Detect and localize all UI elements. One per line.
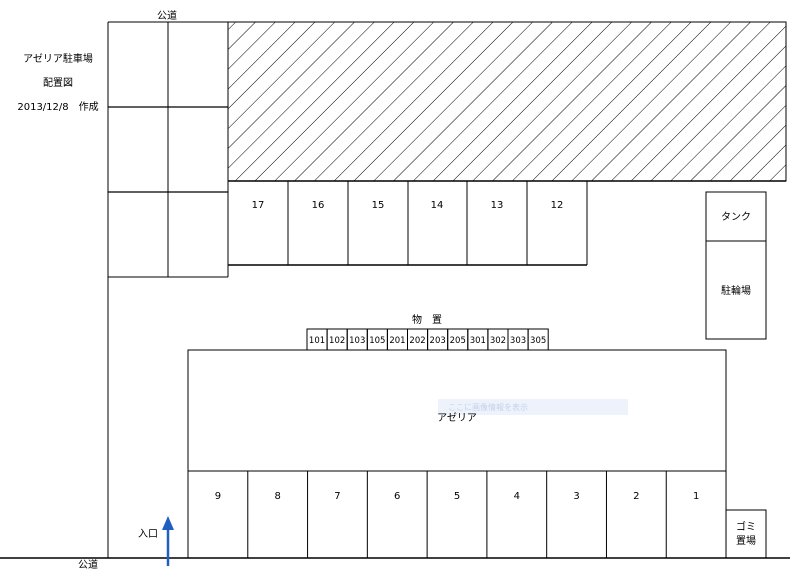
parking-space-6: 6 xyxy=(394,491,400,502)
storage-label: 物 置 xyxy=(412,313,442,326)
storage-unit-label: 203 xyxy=(430,336,446,346)
entrance-arrow-icon xyxy=(162,516,174,566)
parking-space-9: 9 xyxy=(215,491,221,502)
storage-unit-label: 301 xyxy=(470,336,486,346)
parking-space-5: 5 xyxy=(454,491,460,502)
title-line-1: アゼリア駐車場 xyxy=(23,52,93,65)
storage-unit-label: 205 xyxy=(450,336,466,346)
storage-unit-label: 105 xyxy=(369,336,385,346)
road-label-bottom: 公道 xyxy=(78,558,98,571)
garbage-label-line-1: ゴミ xyxy=(736,520,756,533)
building-name: アゼリア xyxy=(437,412,477,424)
title-line-2: 配置図 xyxy=(43,77,73,89)
top-parking-row xyxy=(227,181,588,266)
garbage-area-box xyxy=(725,509,767,559)
bicycle-parking-label: 駐輪場 xyxy=(721,284,751,297)
road-label-top: 公道 xyxy=(157,9,177,22)
parking-space-14: 14 xyxy=(431,200,444,211)
entrance-label: 入口 xyxy=(138,529,158,540)
parking-space-4: 4 xyxy=(514,491,520,502)
storage-units: 101 102 103 105 201 202 203 205 301 302 303 305 xyxy=(306,328,549,351)
parking-space-16: 16 xyxy=(312,200,325,211)
tank-label: タンク xyxy=(721,211,751,223)
storage-unit-label: 103 xyxy=(349,336,365,346)
bottom-parking-row: 9 8 7 6 5 4 3 2 1 xyxy=(187,471,727,558)
parking-space-8: 8 xyxy=(274,491,280,502)
storage-unit-label: 101 xyxy=(309,336,325,346)
title-date: 2013/12/8 作成 xyxy=(17,101,98,113)
parking-space-17: 17 xyxy=(252,200,265,211)
hatched-area xyxy=(227,21,787,182)
parking-space-15: 15 xyxy=(372,200,385,211)
garbage-label-line-2: 置場 xyxy=(736,534,756,547)
left-parking-strip xyxy=(108,22,229,278)
parking-space-13: 13 xyxy=(491,200,504,211)
faint-overlay-box xyxy=(438,399,628,415)
storage-unit-label: 201 xyxy=(389,336,405,346)
parking-space-2: 2 xyxy=(633,491,639,502)
parking-space-1: 1 xyxy=(693,491,699,502)
storage-unit-label: 305 xyxy=(530,336,546,346)
building-azelia xyxy=(187,349,727,472)
parking-space-12: 12 xyxy=(551,200,564,211)
parking-space-3: 3 xyxy=(573,491,579,502)
bicycle-parking-box xyxy=(705,240,767,340)
faint-overlay-text: ここに画像情報を表示 xyxy=(448,402,528,412)
storage-unit-label: 303 xyxy=(510,336,526,346)
storage-unit-label: 302 xyxy=(490,336,506,346)
storage-unit-label: 202 xyxy=(409,336,425,346)
parking-space-7: 7 xyxy=(334,491,340,502)
storage-unit-label: 102 xyxy=(329,336,345,346)
